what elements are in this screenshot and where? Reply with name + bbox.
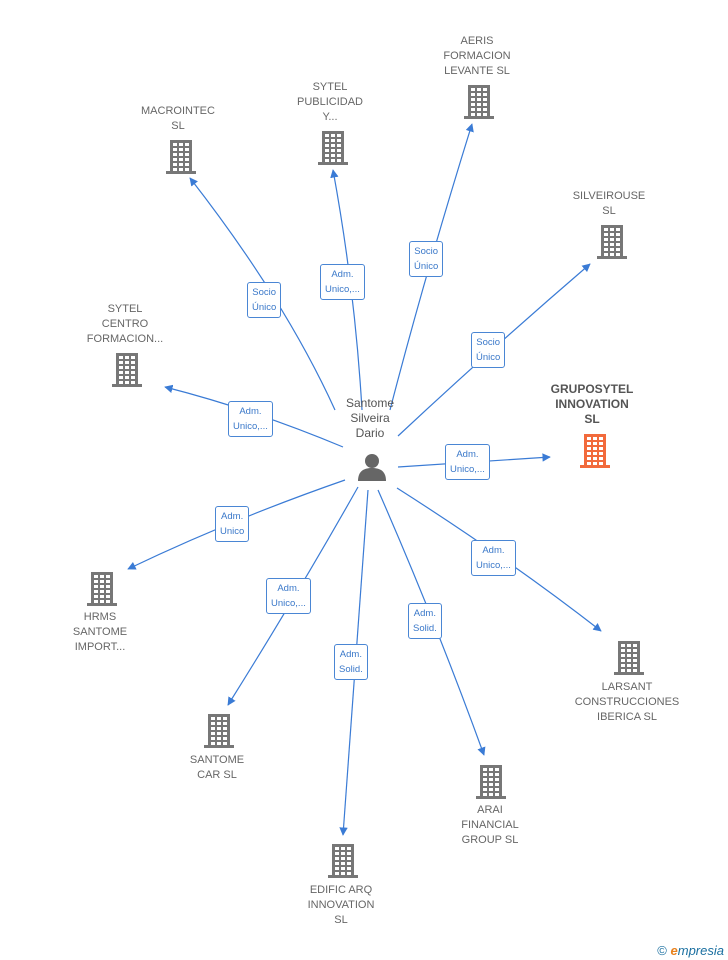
edge-label-arai[interactable]: Adm.Solid.	[408, 603, 442, 639]
building-icon-sytel-publicidad[interactable]	[317, 130, 349, 166]
building-icon-silveirouse[interactable]	[596, 224, 628, 260]
building-icon-santome-car[interactable]	[203, 713, 235, 749]
building-icon-larsant[interactable]	[613, 640, 645, 676]
building-icon-sytel-centro[interactable]	[111, 352, 143, 388]
edge-label-santome-car[interactable]: Adm.Unico,...	[266, 578, 311, 614]
building-icon-macrointec[interactable]	[165, 139, 197, 175]
person-icon[interactable]	[357, 452, 387, 482]
edge-label-grupo-sytel[interactable]: Adm.Unico,...	[445, 444, 490, 480]
center-person-name: Santome Silveira Dario	[345, 396, 395, 440]
building-icon-arai[interactable]	[475, 764, 507, 800]
edge-label-sytel-publicidad[interactable]: Adm.Unico,...	[320, 264, 365, 300]
building-icon-grupo-sytel[interactable]	[579, 433, 611, 469]
edge-label-larsant[interactable]: Adm.Unico,...	[471, 540, 516, 576]
edge-label-sytel-centro[interactable]: Adm.Unico,...	[228, 401, 273, 437]
empresia-brand[interactable]: © empresia	[657, 943, 724, 958]
building-icon-aeris[interactable]	[463, 84, 495, 120]
edge-label-hrms[interactable]: Adm.Unico	[215, 506, 250, 542]
edge-label-edific[interactable]: Adm.Solid.	[334, 644, 368, 680]
building-icon-hrms[interactable]	[86, 571, 118, 607]
building-icon-edific[interactable]	[327, 843, 359, 879]
